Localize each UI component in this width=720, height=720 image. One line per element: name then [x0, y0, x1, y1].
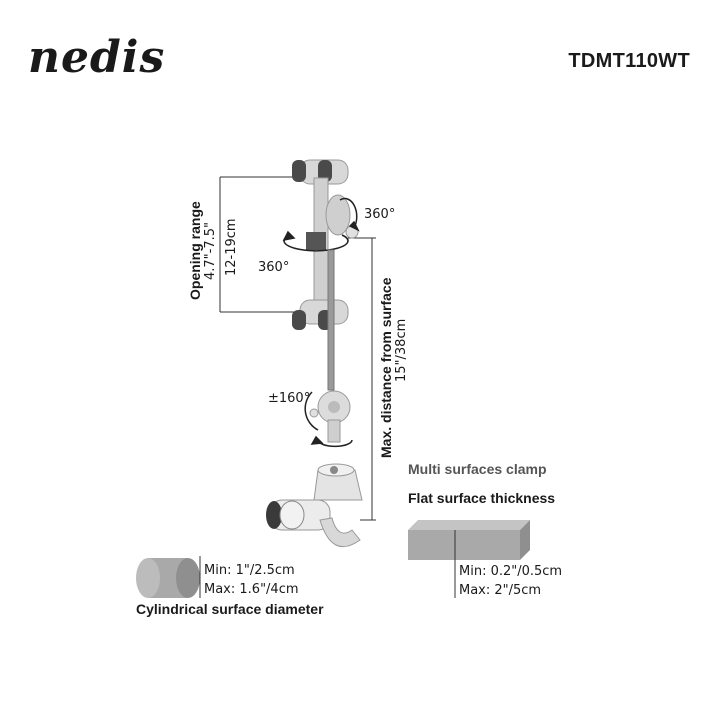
phone-holder — [292, 159, 359, 330]
nedis-logo: nedis — [28, 32, 165, 83]
max-distance-title: Max. distance from surface — [378, 277, 394, 458]
multi-clamp-title: Multi surfaces clamp — [408, 461, 547, 477]
opening-range-inches: 4.7"-7.5" — [203, 222, 218, 280]
opening-range-cm: 12-19cm — [224, 218, 239, 276]
model-number: TDMT110WT — [568, 50, 690, 72]
ball-joint — [309, 390, 351, 443]
flat-surface-min: Min: 0.2"/0.5cm — [459, 564, 563, 579]
rotation-arrow-middle — [282, 230, 349, 252]
flat-surface-title: Flat surface thickness — [408, 490, 556, 506]
opening-range-title: Opening range — [187, 201, 203, 300]
swivel-arrow — [310, 435, 353, 448]
cylindrical-title: Cylindrical surface diameter — [136, 601, 324, 617]
flat-surface-max: Max: 2"/5cm — [459, 583, 542, 598]
rotation-label-tilt: ±160° — [268, 391, 311, 406]
cylindrical-max: Max: 1.6"/4cm — [204, 582, 299, 597]
rotation-label-middle: 360° — [258, 260, 290, 275]
flat-surface-block — [408, 520, 530, 598]
brand-text: nedis — [28, 32, 165, 83]
rotation-label-top: 360° — [364, 207, 396, 222]
tilt-arrow — [304, 391, 319, 431]
extension-rod — [327, 249, 335, 391]
cylinder-shape — [136, 556, 201, 598]
rotation-arrow-top — [339, 197, 360, 232]
cylindrical-min: Min: 1"/2.5cm — [204, 563, 295, 578]
multi-clamp — [266, 463, 363, 548]
opening-range-bracket — [219, 176, 300, 313]
max-distance-value: 15"/38cm — [394, 318, 409, 382]
